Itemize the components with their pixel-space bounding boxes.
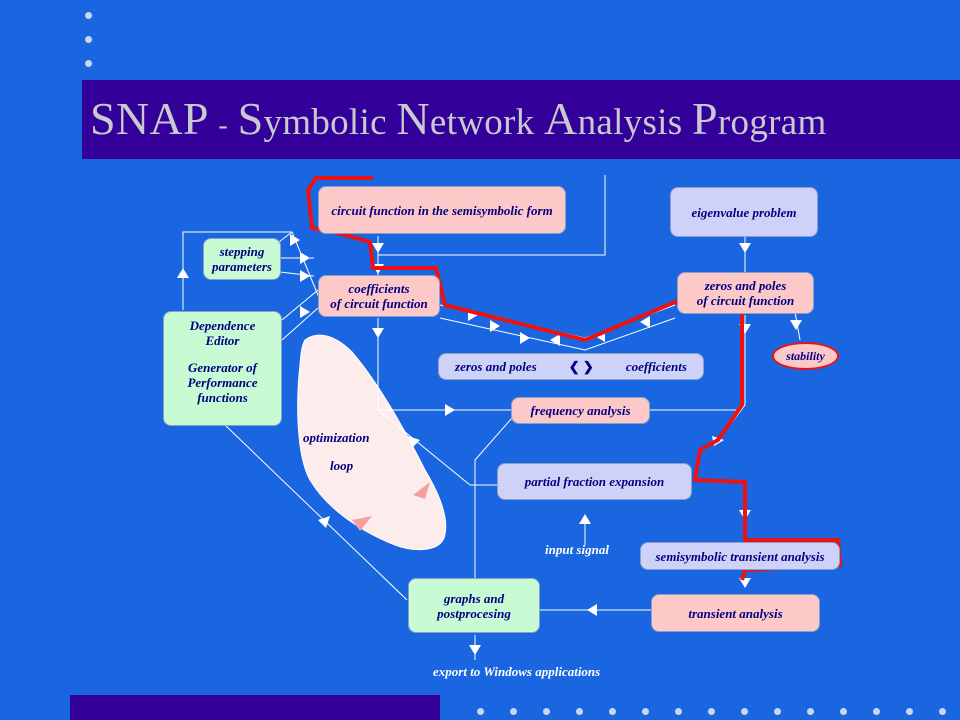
circuit-function-label: circuit function in the semisymbolic for…	[331, 202, 553, 218]
zp-coeff-left-label: zeros and poles	[455, 359, 537, 374]
semisymbolic-transient-node: semisymbolic transient analysis	[640, 542, 840, 570]
dependence-editor-node: Dependence Editor Generator of Performan…	[163, 311, 282, 426]
coefficients-label-2: of circuit function	[330, 296, 428, 311]
partial-fraction-label: partial fraction expansion	[524, 474, 665, 489]
decor-dot	[576, 708, 583, 715]
generator-label-3: functions	[197, 390, 248, 405]
generator-label-1: Generator of	[188, 360, 257, 375]
bottom-band	[70, 695, 440, 720]
decor-dot	[477, 708, 484, 715]
export-label: export to Windows applications	[433, 664, 601, 679]
decor-dot	[840, 708, 847, 715]
loop-arrowhead	[413, 482, 430, 499]
zeros-poles-label-2: of circuit function	[696, 293, 795, 308]
decor-dot	[543, 708, 550, 715]
partial-fraction-node: partial fraction expansion	[497, 463, 692, 500]
decor-dot	[774, 708, 781, 715]
zeros-poles-label-1: zeros and poles	[704, 278, 787, 293]
decor-dot	[939, 708, 946, 715]
transient-analysis-label: transient analysis	[688, 605, 783, 621]
frequency-analysis-label: frequency analysis	[530, 403, 631, 418]
loop-arrowhead	[352, 516, 372, 531]
coefficients-node: coefficients of circuit function	[318, 275, 440, 317]
input-signal-label: input signal	[545, 542, 609, 557]
decor-dot	[873, 708, 880, 715]
circuit-function-node: circuit function in the semisymbolic for…	[318, 186, 566, 234]
transient-analysis-node: transient analysis	[651, 594, 820, 632]
bidirectional-arrow-icon: ❮ ❯	[568, 359, 594, 374]
decor-dot	[675, 708, 682, 715]
semisymbolic-transient-label: semisymbolic transient analysis	[655, 548, 825, 564]
generator-label-2: Performance	[187, 375, 258, 390]
decor-dot	[85, 36, 92, 43]
stepping-parameters-node: stepping parameters	[203, 238, 281, 280]
dependence-label-2: Editor	[205, 333, 240, 348]
optimization-loop-shape	[297, 334, 447, 551]
zeros-poles-node: zeros and poles of circuit function	[677, 272, 814, 314]
graphs-label-1: graphs and	[443, 590, 505, 606]
eigenvalue-problem-node: eigenvalue problem	[670, 187, 818, 237]
decor-dot	[807, 708, 814, 715]
slide-title: SNAP - Symbolic Network Analysis Program	[90, 93, 827, 144]
frequency-analysis-node: frequency analysis	[511, 397, 650, 424]
zp-coeff-right-label: coefficients	[625, 359, 687, 374]
decor-dot	[609, 708, 616, 715]
optimization-label-1: optimization	[303, 430, 370, 445]
decor-dot	[85, 12, 92, 19]
stepping-label-1: stepping	[219, 244, 265, 259]
decor-dot	[642, 708, 649, 715]
graphs-postprocessing-node: graphs and postprocesing	[408, 578, 540, 633]
decor-dot	[741, 708, 748, 715]
title-band	[82, 80, 960, 159]
optimization-label-2: loop	[330, 458, 354, 473]
stability-label: stability	[786, 348, 825, 363]
dependence-label-1: Dependence	[189, 318, 256, 333]
zeros-poles-coefficients-node: zeros and poles ❮ ❯ coefficients	[438, 353, 704, 380]
coefficients-label-1: coefficients	[348, 281, 410, 296]
decor-dot	[708, 708, 715, 715]
decor-dot	[85, 60, 92, 67]
stability-node: stability	[772, 342, 839, 370]
eigenvalue-problem-label: eigenvalue problem	[691, 204, 797, 220]
decor-dot	[906, 708, 913, 715]
decor-dot	[510, 708, 517, 715]
stepping-label-2: parameters	[212, 259, 272, 274]
graphs-label-2: postprocesing	[437, 605, 511, 621]
